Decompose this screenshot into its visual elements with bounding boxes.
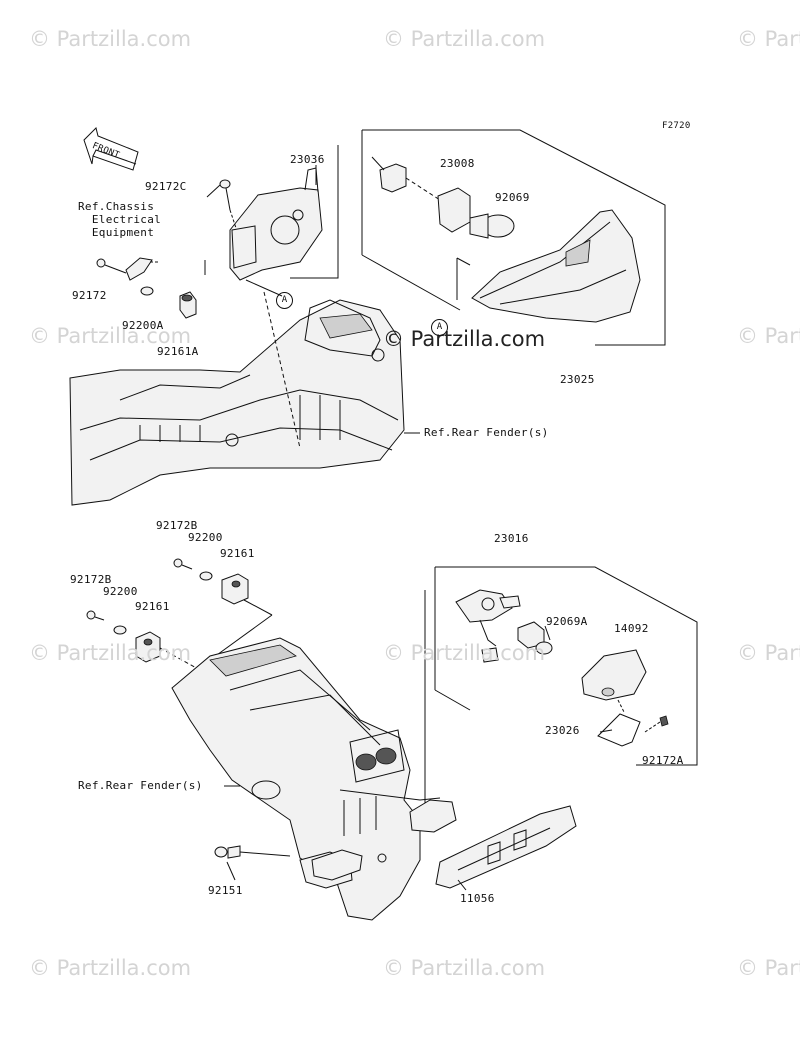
part-label-23016: 23016 xyxy=(494,532,529,545)
screw-92151 xyxy=(214,845,291,859)
part-label-92172b: 92172B xyxy=(156,519,198,532)
watermark: © Partzilla.com xyxy=(383,641,546,665)
callout-marker-a: A xyxy=(276,292,293,309)
ref-chassis-electrical: Ref.Chassis Electrical Equipment xyxy=(78,200,162,239)
ref-rear-fender-lower: Ref.Rear Fender(s) xyxy=(78,779,203,792)
part-label-92172b: 92172B xyxy=(70,573,112,586)
fasteners-lower xyxy=(86,558,273,671)
watermark: © Partzilla.com xyxy=(383,27,546,51)
part-label-23036: 23036 xyxy=(290,153,325,166)
bulb-92069a xyxy=(517,621,553,655)
tail-light-lens-23025 xyxy=(471,209,641,323)
rear-fender-lower xyxy=(171,637,441,921)
part-label-23025: 23025 xyxy=(560,373,595,386)
part-label-92200a: 92200A xyxy=(122,319,164,332)
part-label-11056: 11056 xyxy=(460,892,495,905)
screw-92172c xyxy=(219,179,237,229)
ref-rear-fender-upper: Ref.Rear Fender(s) xyxy=(424,426,549,439)
part-label-92172c: 92172C xyxy=(145,180,187,193)
watermark: © Partzilla.com xyxy=(737,27,800,51)
clamp-and-fasteners-upper xyxy=(96,257,197,319)
watermark: © Partzilla.com xyxy=(383,956,546,980)
license-lamp-lens-14092 xyxy=(581,649,669,747)
part-label-92161: 92161 xyxy=(135,600,170,613)
watermark: © Partzilla.com xyxy=(29,324,192,348)
figure-code: F2720 xyxy=(662,121,691,131)
part-label-92151: 92151 xyxy=(208,884,243,897)
part-label-92200: 92200 xyxy=(188,531,223,544)
part-label-14092: 14092 xyxy=(614,622,649,635)
license-lamp-group-outline xyxy=(424,566,698,810)
part-label-92172: 92172 xyxy=(72,289,107,302)
watermark: © Partzilla.com xyxy=(29,956,192,980)
part-label-92069a: 92069A xyxy=(546,615,588,628)
front-arrow-icon xyxy=(83,127,139,171)
rear-fender-upper xyxy=(69,299,405,506)
license-bracket-11056 xyxy=(311,799,577,889)
watermark: © Partzilla.com xyxy=(29,27,192,51)
part-label-92161a: 92161A xyxy=(157,345,199,358)
bracket-23036 xyxy=(229,165,323,281)
part-label-92200: 92200 xyxy=(103,585,138,598)
license-lamp-socket-23016 xyxy=(455,589,521,663)
part-label-23026: 23026 xyxy=(545,724,580,737)
leader-lines-upper xyxy=(206,184,420,449)
watermark: © Partzilla.com xyxy=(737,956,800,980)
watermark: © Partzilla.com xyxy=(737,641,800,665)
part-label-92172a: 92172A xyxy=(642,754,684,767)
watermark: © Partzilla.com xyxy=(737,324,800,348)
watermark: © Partzilla.com xyxy=(383,327,546,351)
socket-and-bulb-upper xyxy=(371,156,515,239)
part-label-92161: 92161 xyxy=(220,547,255,560)
part-label-23008: 23008 xyxy=(440,157,475,170)
watermark: © Partzilla.com xyxy=(29,641,192,665)
callout-marker-a: A xyxy=(431,319,448,336)
part-label-92069: 92069 xyxy=(495,191,530,204)
leader-lines-lower xyxy=(224,625,613,891)
tail-light-group-outline xyxy=(204,129,666,346)
